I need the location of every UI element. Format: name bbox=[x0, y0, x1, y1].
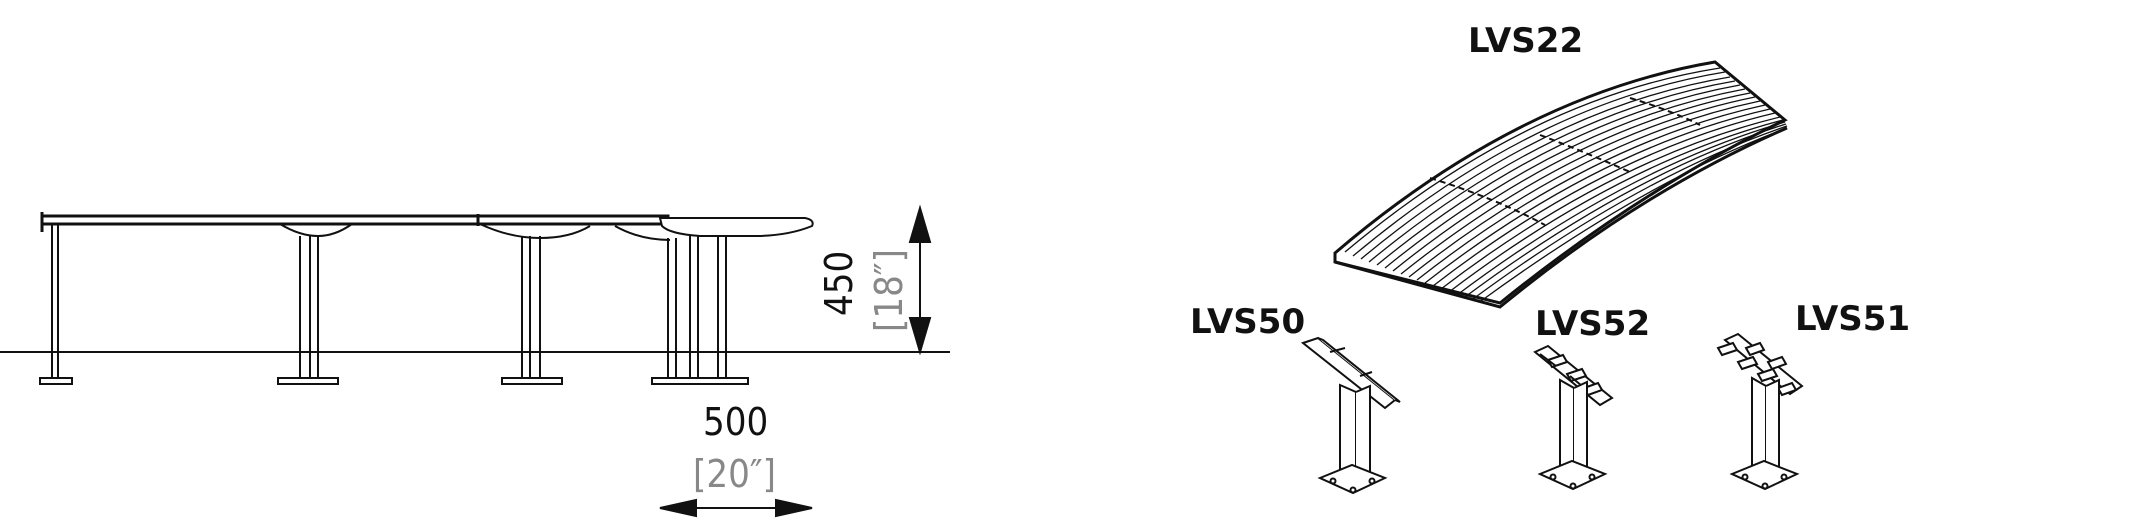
leg-lvs51 bbox=[1716, 332, 1804, 491]
leg-bracket bbox=[279, 223, 353, 238]
width-dimension bbox=[659, 498, 813, 518]
seat-top bbox=[40, 212, 814, 237]
leg-post bbox=[277, 236, 339, 385]
leg-bracket bbox=[614, 225, 671, 241]
width-label: 500 bbox=[703, 400, 768, 444]
leg-lvs52-label: LVS52 bbox=[1535, 304, 1650, 344]
leg-bracket bbox=[479, 223, 591, 240]
side-elevation bbox=[0, 204, 950, 518]
seat-product-label: LVS22 bbox=[1468, 21, 1583, 61]
curved-seat bbox=[1333, 60, 1788, 309]
leg-post bbox=[651, 236, 749, 385]
height-dimension bbox=[908, 204, 932, 356]
leg-post bbox=[39, 224, 73, 385]
height-imperial-label: [18″] bbox=[867, 249, 911, 332]
height-label: 450 bbox=[817, 251, 861, 316]
width-imperial-label: [20″] bbox=[693, 452, 776, 496]
leg-lvs50-label: LVS50 bbox=[1190, 302, 1305, 342]
leg-lvs50 bbox=[1300, 336, 1401, 495]
leg-lvs51-label: LVS51 bbox=[1795, 299, 1910, 339]
leg-lvs52 bbox=[1533, 344, 1614, 491]
leg-post bbox=[501, 236, 563, 385]
